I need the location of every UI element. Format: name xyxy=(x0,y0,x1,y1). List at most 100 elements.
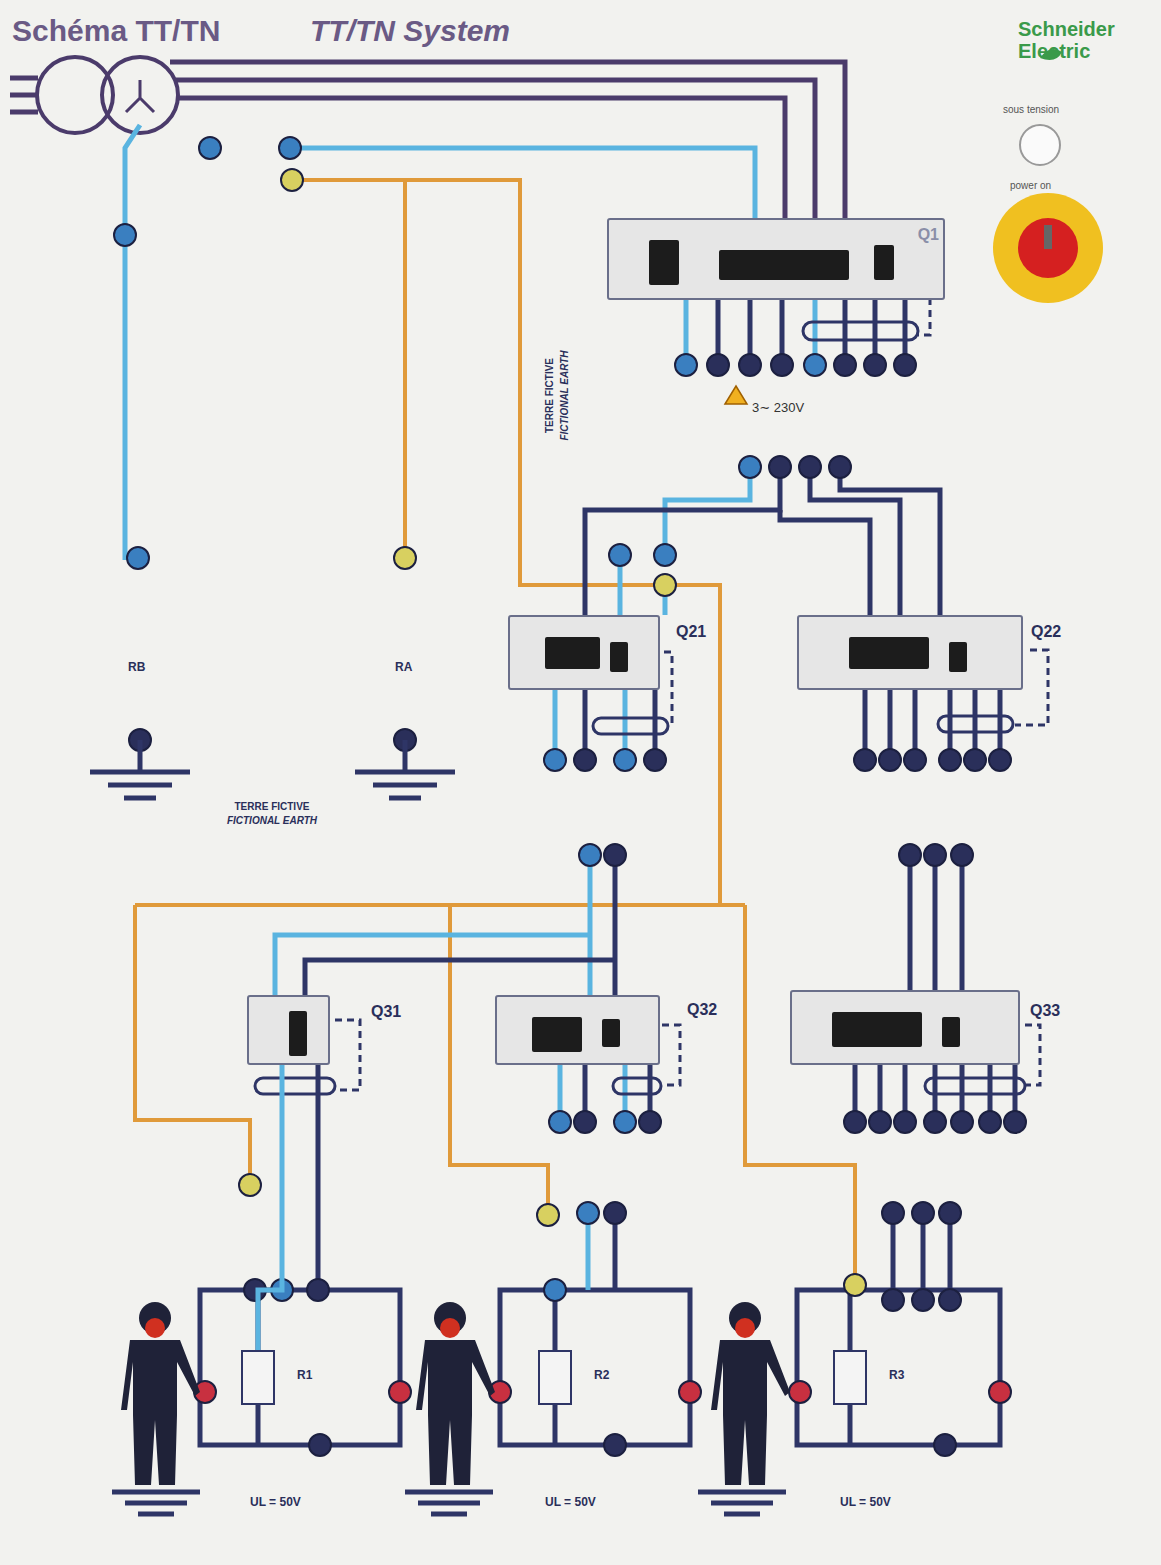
terminal xyxy=(279,137,301,159)
person-figure xyxy=(121,1302,790,1485)
earth-symbol xyxy=(698,1492,786,1514)
terminal xyxy=(769,456,791,478)
terminal xyxy=(979,1111,1001,1133)
terminal xyxy=(844,1274,866,1296)
terminal xyxy=(894,354,916,376)
terminal xyxy=(654,544,676,566)
phase-wire xyxy=(170,62,845,218)
terminal xyxy=(829,456,851,478)
terminal xyxy=(894,1111,916,1133)
terminal xyxy=(939,1289,961,1311)
transformer xyxy=(10,57,178,133)
terminal xyxy=(924,1111,946,1133)
resistor-label: R1 xyxy=(297,1368,312,1382)
phase-wire xyxy=(170,62,845,218)
resistor-symbol: R3 xyxy=(833,1350,867,1405)
terminal xyxy=(679,1381,701,1403)
resistor-label: R3 xyxy=(889,1368,904,1382)
terminal xyxy=(964,749,986,771)
terminal xyxy=(939,1202,961,1224)
earth-symbol xyxy=(355,740,455,798)
voltage-limit: UL = 50V xyxy=(250,1495,301,1509)
brand-logo: Schneider Electric xyxy=(1018,18,1161,62)
terminal xyxy=(544,749,566,771)
terminal xyxy=(869,1111,891,1133)
distribution-wire xyxy=(780,467,940,615)
resistance-label: RA xyxy=(395,660,412,674)
q1-output-wire xyxy=(803,322,918,340)
terminal xyxy=(544,1279,566,1301)
earth-symbol xyxy=(112,1492,200,1514)
transformer xyxy=(102,57,178,133)
terminal xyxy=(1004,1111,1026,1133)
terminal xyxy=(882,1289,904,1311)
breaker-label: Q33 xyxy=(1030,1002,1060,1020)
indicator-lamp xyxy=(1020,125,1060,165)
terminal xyxy=(834,354,856,376)
fault-marker xyxy=(440,1318,460,1338)
terminal xyxy=(951,844,973,866)
earth-symbol xyxy=(405,1492,493,1514)
transformer xyxy=(10,78,38,112)
neutral-wire xyxy=(290,148,755,218)
resistance-label: RB xyxy=(128,660,145,674)
terminal xyxy=(989,749,1011,771)
terminal xyxy=(739,354,761,376)
emergency-stop xyxy=(993,193,1103,303)
breaker-toggle xyxy=(719,250,849,280)
terminal xyxy=(789,1381,811,1403)
warning-triangle xyxy=(725,386,747,404)
terminal xyxy=(127,547,149,569)
terminal xyxy=(114,224,136,246)
lamp-label: power on xyxy=(1010,180,1051,191)
terminal xyxy=(951,1111,973,1133)
earth-wire xyxy=(745,905,855,1278)
person-body xyxy=(121,1340,200,1485)
terminal xyxy=(549,1111,571,1133)
final-circuit-wire xyxy=(925,1078,1025,1094)
circuit-breaker: Q32 xyxy=(495,995,660,1065)
terminal xyxy=(579,844,601,866)
indicator-lamp xyxy=(1020,125,1060,165)
terminal xyxy=(844,1111,866,1133)
breaker-toggle xyxy=(610,642,628,672)
terminal xyxy=(675,354,697,376)
breaker-toggle xyxy=(874,245,894,280)
terminal xyxy=(904,749,926,771)
circuit-breaker: Q33 xyxy=(790,990,1020,1065)
terminal xyxy=(912,1289,934,1311)
neutral-wire xyxy=(125,125,140,560)
neutral-wire xyxy=(125,125,755,560)
terminal xyxy=(609,544,631,566)
final-circuit-wire xyxy=(305,855,615,995)
terminal xyxy=(771,354,793,376)
terminal xyxy=(604,1434,626,1456)
terminal xyxy=(239,1174,261,1196)
vertical-note: TERRE FICTIVE xyxy=(544,357,555,432)
emergency-stop xyxy=(1044,225,1052,249)
terminal xyxy=(864,354,886,376)
terminal xyxy=(879,749,901,771)
vertical-note: FICTIONAL EARTH xyxy=(559,350,570,440)
earth-symbol xyxy=(90,740,190,798)
fault-marker xyxy=(145,1318,165,1338)
terminal xyxy=(389,1381,411,1403)
load-loop xyxy=(500,1290,690,1445)
terminal xyxy=(799,456,821,478)
terminal xyxy=(882,1202,904,1224)
terminal xyxy=(574,1111,596,1133)
distribution-wire xyxy=(593,718,668,734)
terminal xyxy=(804,354,826,376)
subtitle: TT/TN System xyxy=(310,14,510,48)
breaker-toggle xyxy=(649,240,679,285)
resistor-symbol: R1 xyxy=(241,1350,275,1405)
earth-wire xyxy=(135,903,745,907)
final-circuit-wire xyxy=(613,1078,661,1094)
breaker-label: Q22 xyxy=(1031,623,1061,641)
wire-connector xyxy=(258,1065,282,1350)
terminal xyxy=(707,354,729,376)
emergency-stop xyxy=(1018,218,1078,278)
final-circuit-wire xyxy=(255,1078,335,1094)
earth-symbol xyxy=(90,740,786,1514)
circuit-breaker: Q31 xyxy=(247,995,330,1065)
